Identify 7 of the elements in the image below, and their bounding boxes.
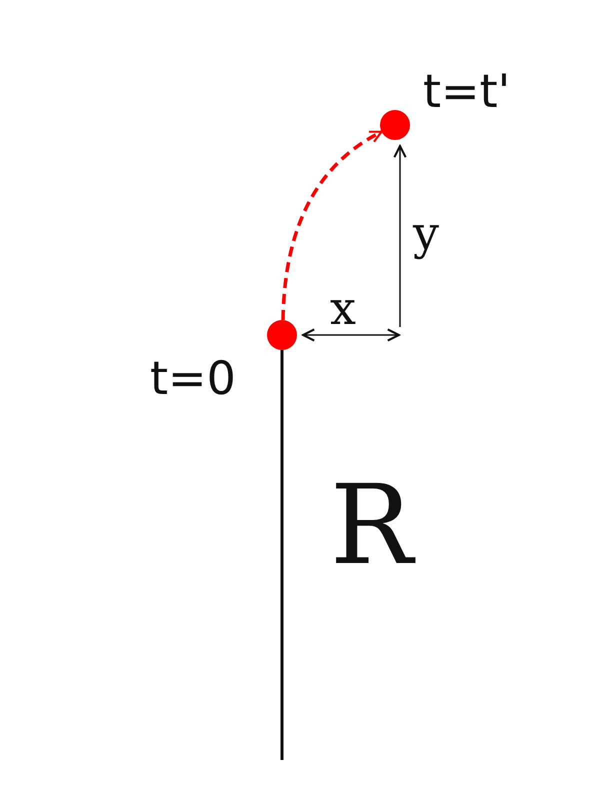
time-label: t=0	[150, 355, 236, 401]
trajectory-arrow	[281, 130, 383, 320]
point-dot	[380, 110, 410, 140]
point-dot	[267, 320, 297, 350]
dimension-label: x	[330, 285, 356, 331]
time-label: t=t'	[423, 68, 510, 114]
region-label: R	[330, 470, 413, 580]
